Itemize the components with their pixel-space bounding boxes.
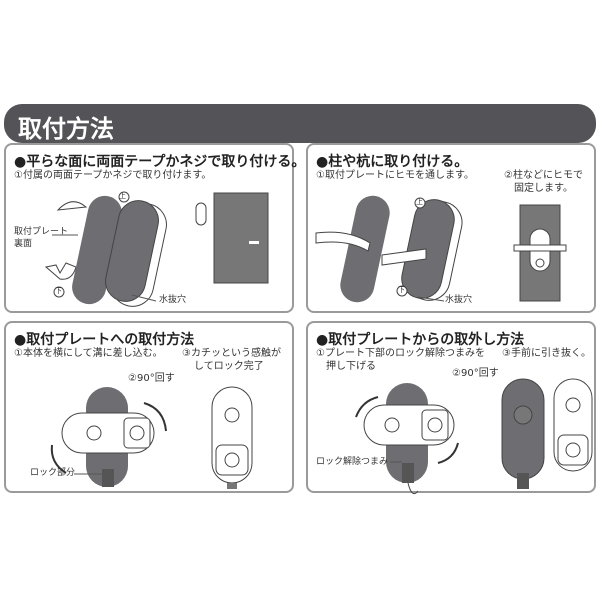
attach-illustration [50,386,253,489]
step-1-line2: 押し下げる [326,361,376,372]
label-plate-back-2: 裏面 [14,239,33,249]
mark-up: 上 [119,192,126,200]
rotate-arrow [355,396,379,418]
step-2: ②柱などにヒモで [504,170,583,181]
mark-down: 下 [398,286,405,294]
detach-illustration [355,378,593,495]
strap [315,231,371,252]
label-plate-back: 取付プレート [14,227,69,237]
step-3-line2: してロック完了 [194,361,264,372]
release-knob [402,463,414,483]
device-back [105,200,159,302]
pole-illustration [315,195,567,303]
lock-part [102,469,114,487]
tape-icon [56,201,88,211]
flat-surface-illustration [44,191,269,307]
step-2-line2: 固定します。 [514,183,573,194]
step-2: ②90°回す [452,368,499,379]
step-1: ①本体を横にして溝に差し込む。 [14,348,163,359]
panel-title: ●取付プレートへの取付方法 [14,332,195,348]
door-icon [213,192,269,284]
mark-down: 下 [55,287,62,295]
step-1: ①付属の両面テープかネジで取り付けます。 [14,170,212,181]
section-title: 取付方法 [18,115,114,143]
step-1: ①プレート下部のロック解除つまみを [316,348,485,359]
label-lock-part: ロック部分 [30,468,76,478]
panel-title: ●取付プレートからの取外し方法 [316,332,525,348]
step-3: ③カチッという感触が [182,348,281,359]
dial-icon [427,417,443,433]
label-release-knob: ロック解除つまみ [316,457,389,467]
mark-up: 上 [416,198,423,206]
section-header: 取付方法 [4,104,596,143]
label-drain-hole: 水抜穴 [159,295,187,305]
panel-title: ●柱や杭に取り付ける。 [316,154,469,170]
panel-title: ●平らな面に両面テープかネジで取り付ける。 [14,154,306,170]
finger-icon [407,482,419,495]
rotate-arrow [437,442,459,464]
panel-attach: ●取付プレートへの取付方法 ①本体を横にして溝に差し込む。 ②90°回す ③カチ… [4,321,294,493]
label-drain-hole: 水抜穴 [445,295,473,305]
mount-plate-front [501,378,545,480]
mount-plate-back [72,195,122,305]
panel-flat-surface: ●平らな面に両面テープかネジで取り付ける。 ①付属の両面テープかネジで取り付けま… [4,143,305,313]
dial-icon [129,425,145,441]
rotate-arrow [143,402,167,432]
panel-detach: ●取付プレートからの取外し方法 ①プレート下部のロック解除つまみを 押し下げる … [306,321,596,495]
screw-bracket-icon [44,262,77,280]
device-front-small [195,202,207,226]
step-2: ②90°回す [128,373,175,384]
rotate-arrow [50,444,67,474]
step-1: ①取付プレートにヒモを通します。 [316,170,474,181]
device-back [401,199,455,299]
panel-pole: ●柱や杭に取り付ける。 ①取付プレートにヒモを通します。 ②柱などにヒモで 固定… [306,143,596,313]
step-3: ③手前に引き抜く。 [502,348,591,359]
